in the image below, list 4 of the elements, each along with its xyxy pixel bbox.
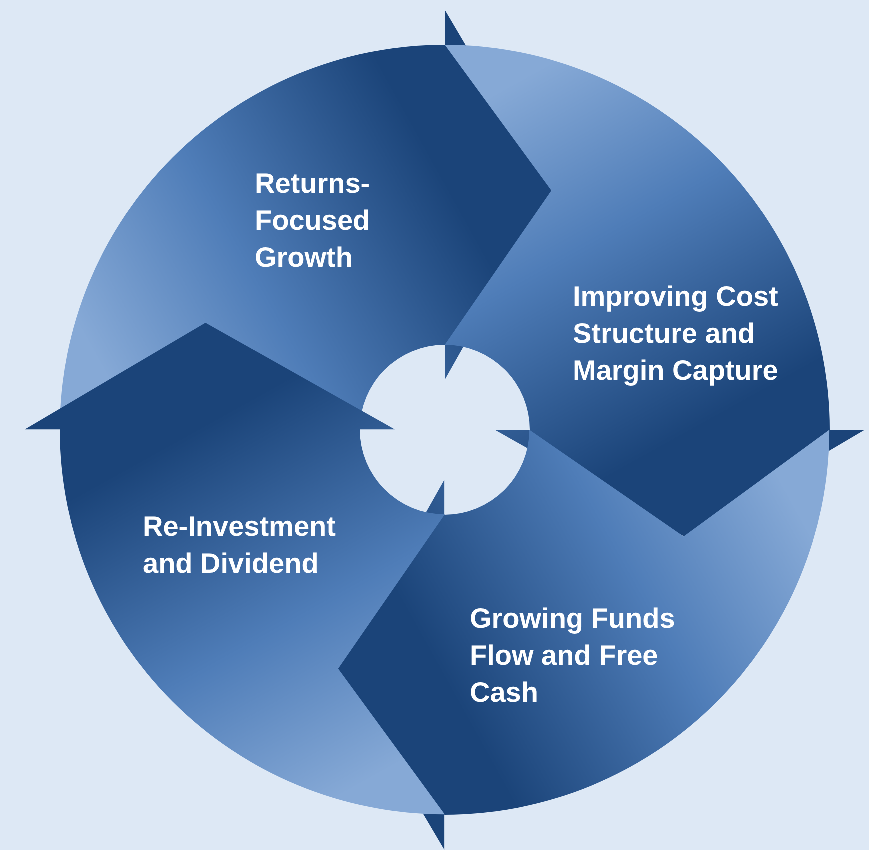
segment-label: Re-Investment and Dividend bbox=[143, 510, 337, 581]
segment-label: Growing Funds Flow and Free Cash bbox=[470, 602, 676, 710]
segment-label: Improving Cost Structure and Margin Capture bbox=[573, 280, 780, 388]
segment-label: Returns-Focused Growth bbox=[255, 167, 372, 275]
